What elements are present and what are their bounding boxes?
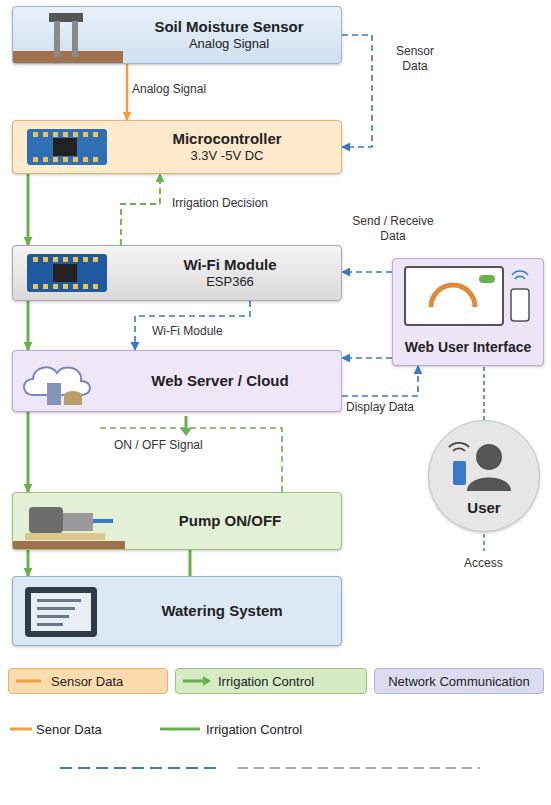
edge-label: Sensor Data (382, 44, 448, 74)
legend-dash-sample (60, 767, 222, 769)
node-title: Soil Moisture Sensor (154, 18, 303, 36)
small-arrow-head (180, 428, 192, 436)
server-box: Web Server / Cloud (12, 350, 342, 412)
edge-label: Display Data (344, 400, 416, 415)
text-block: Pump ON/OFF (125, 497, 335, 545)
controller-box: Microcontroller3.3V -5V DC (12, 120, 342, 174)
text-block: Web User Interface (397, 333, 539, 361)
watering-box: Watering System (12, 576, 342, 646)
connector (27, 174, 30, 245)
legend-text: Sensor Data (51, 674, 123, 689)
legend-line-sample (182, 675, 212, 687)
user-icon (449, 443, 511, 491)
edge-label: Irrigation Decision (170, 196, 270, 211)
text-block: Web Server / Cloud (105, 355, 335, 407)
connector (126, 64, 129, 120)
legend-line-sample (160, 728, 200, 731)
device-icon (25, 587, 97, 637)
node-title: Microcontroller (172, 130, 281, 148)
node-title: User (467, 499, 500, 517)
legend-item: Senor Data (36, 720, 102, 738)
node-subtitle: Analog Signal (189, 36, 269, 52)
connector (342, 357, 392, 359)
connector (135, 301, 250, 350)
connector (121, 174, 160, 245)
pump-icon (13, 507, 125, 549)
wifi-box: Wi-Fi ModuleESP366 (12, 245, 342, 301)
edge-label: ON / OFF Signal (112, 438, 205, 453)
pump-box: Pump ON/OFF (12, 492, 342, 550)
access-line (483, 534, 485, 551)
connector (27, 301, 30, 350)
small-arrow (185, 416, 188, 430)
legend-line-sample (10, 728, 32, 731)
text-block: User (433, 495, 535, 521)
node-title: Web User Interface (405, 339, 532, 356)
on-off-bracket (100, 428, 282, 492)
cloud-icon (24, 367, 90, 405)
node-title: Web Server / Cloud (151, 372, 288, 390)
text-block: Microcontroller3.3V -5V DC (119, 125, 335, 169)
legend-swatch: Irrigation Control (175, 668, 367, 694)
legend-text: Network Communication (388, 674, 530, 689)
connector (342, 366, 418, 396)
node-subtitle: ESP366 (206, 274, 254, 290)
connector (342, 35, 372, 147)
edge-label: Analog Signal (130, 82, 208, 97)
connector (27, 412, 30, 492)
connector (483, 366, 485, 420)
text-block: Wi-Fi ModuleESP366 (125, 250, 335, 296)
legend-text: Irrigation Control (206, 722, 302, 737)
connector (342, 271, 392, 273)
user-circle: User (428, 420, 540, 532)
legend-text: Irrigation Control (218, 674, 314, 689)
control-line (189, 550, 192, 576)
legend-text: Senor Data (36, 722, 102, 737)
illustration (13, 493, 341, 549)
illustration (13, 246, 341, 300)
legend-swatch: Sensor Data (8, 668, 168, 694)
chip2-icon (27, 254, 107, 292)
node-title: Watering System (161, 602, 282, 620)
text-block: Watering System (109, 581, 335, 641)
node-subtitle: 3.3V -5V DC (191, 148, 264, 164)
legend-line-sample (15, 675, 45, 687)
legend-item: Irrigation Control (206, 720, 302, 738)
edge-label: Wi-Fi Module (150, 324, 225, 339)
edge-label: Send / Receive Data (346, 214, 440, 244)
node-title: Pump ON/OFF (179, 512, 282, 530)
legend-swatch: Network Communication (374, 668, 544, 694)
web-ui-box: Web User Interface (392, 258, 544, 366)
connector (27, 550, 30, 576)
sensor-box: Soil Moisture SensorAnalog Signal (12, 6, 342, 64)
sensor-icon (13, 13, 123, 63)
text-block: Soil Moisture SensorAnalog Signal (123, 11, 335, 59)
monitor-icon (405, 267, 529, 325)
legend-dash-sample (238, 767, 480, 768)
chip1-icon (27, 129, 107, 165)
note-label: Access (462, 556, 505, 571)
node-title: Wi-Fi Module (183, 256, 276, 274)
